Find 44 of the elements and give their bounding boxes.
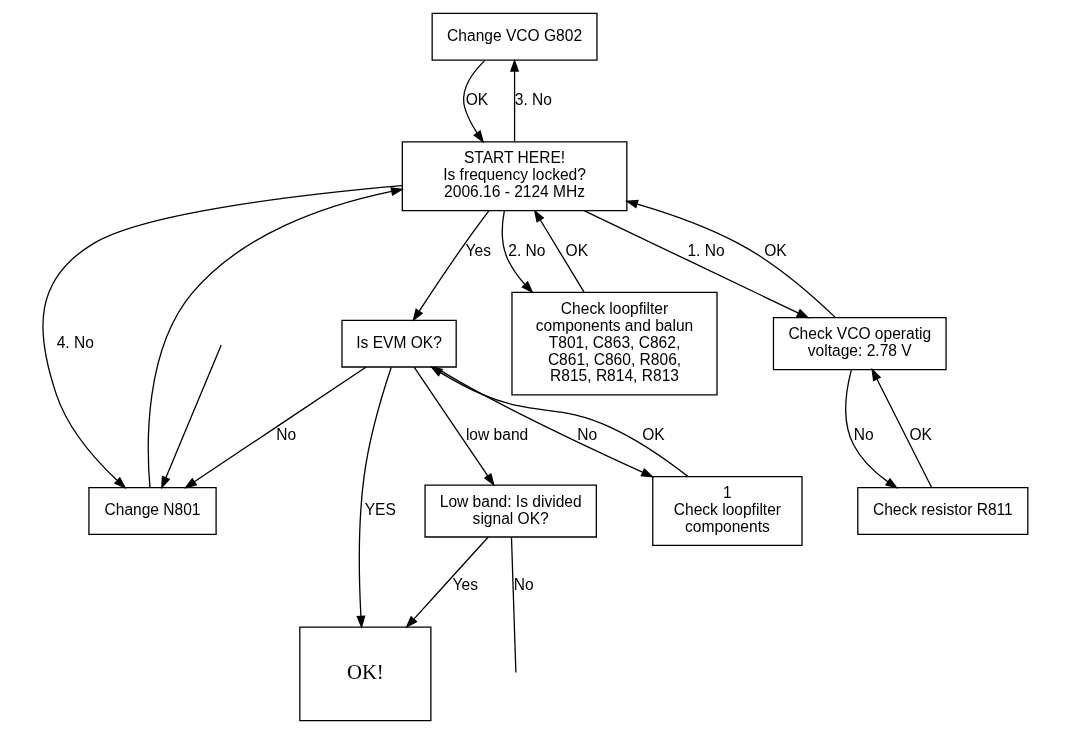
arrow xyxy=(462,60,485,144)
arrow xyxy=(183,366,366,489)
arrow xyxy=(160,344,222,490)
arrow xyxy=(844,368,898,489)
edge-label: No xyxy=(853,425,874,443)
arrow xyxy=(870,367,932,489)
edge-label: No xyxy=(513,576,534,594)
edge-label: OK xyxy=(565,241,588,259)
edge-label: low band xyxy=(465,425,528,443)
connector xyxy=(510,536,516,674)
arrow xyxy=(533,209,585,293)
node-box: Check resistor R811 xyxy=(856,487,1028,536)
node-box: OK! xyxy=(298,626,431,722)
edge-label: OK xyxy=(641,425,665,443)
edge-label: 2. No xyxy=(507,241,545,259)
arrow xyxy=(624,199,836,319)
edge-label: 4. No xyxy=(56,333,94,351)
node-box: Is EVM OK? xyxy=(340,319,457,368)
edge-label: No xyxy=(275,425,296,443)
node-box: START HERE! Is frequency locked? 2006.16 - 2124 MHz xyxy=(401,141,627,212)
arrow xyxy=(413,366,495,487)
node-box: Low band: Is divided signal OK? xyxy=(423,484,597,538)
edge-label: YES xyxy=(364,501,396,519)
edge-label: OK xyxy=(465,91,488,108)
arrow xyxy=(355,366,392,629)
arrow xyxy=(147,187,404,489)
arrow xyxy=(509,58,519,143)
node-box: Change N801 xyxy=(87,487,217,536)
node-box: 1 Check loopfilter components xyxy=(651,476,803,547)
edge-label: 3. No xyxy=(514,91,552,108)
arrow xyxy=(411,210,489,322)
edge-label: OK xyxy=(909,425,932,443)
edge-label: Yes xyxy=(452,576,478,594)
edge-label: No xyxy=(576,425,597,443)
node-box: Check loopfilter components and balun T801, C863, C862, C861, C860, R806, R815, R814, R813 xyxy=(510,291,718,396)
edge-label: OK xyxy=(763,241,787,259)
arrow xyxy=(582,210,810,319)
edge-label: 1. No xyxy=(686,241,725,259)
arrow xyxy=(501,210,534,294)
node-box: Check VCO operatig voltage: 2.78 V xyxy=(772,317,947,371)
arrow xyxy=(404,536,489,629)
node-box: Change VCO G802 xyxy=(431,12,598,61)
edge-label: Yes xyxy=(465,241,491,259)
arrow xyxy=(41,184,403,489)
